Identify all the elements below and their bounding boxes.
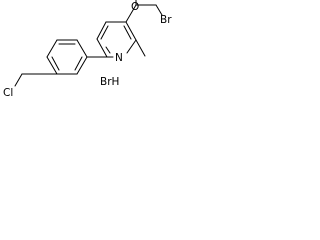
methyl-bond (135, 39, 146, 57)
bond-p4-p5-inner (51, 56, 60, 71)
chlorine-label: Cl (3, 87, 13, 99)
oxygen-label: O (131, 1, 139, 13)
bond-c3-carbonyl (125, 4, 137, 23)
bond-c5-c4-inner (100, 25, 109, 40)
bond-c3-c2 (125, 21, 137, 41)
nitrogen-label: N (115, 52, 123, 64)
bond-c5-c4 (96, 21, 107, 40)
chlorophenyl-ring (46, 39, 88, 75)
bond-chlorine-stub (14, 73, 23, 87)
bond-c2-n (126, 39, 137, 54)
pyridine-ring (96, 21, 137, 58)
hydrobromide-label: BrH (100, 76, 119, 88)
bond-c3-c2-inner (123, 25, 132, 40)
bond-p6-p1 (76, 56, 88, 75)
bond-n-c6-inner (105, 46, 111, 54)
bond-p1-p2 (76, 39, 88, 58)
bromoacetyl-group (125, 0, 163, 23)
bond-c6-c5 (96, 38, 108, 58)
bond-p4-p5 (46, 56, 58, 75)
chemical-structure: O Br N Cl BrH (3, 0, 172, 99)
bond-p6-p1-inner (74, 56, 83, 71)
bromine-label: Br (160, 14, 172, 26)
bond-p3-p4 (46, 39, 58, 58)
bond-ch2-bromine (155, 4, 163, 16)
